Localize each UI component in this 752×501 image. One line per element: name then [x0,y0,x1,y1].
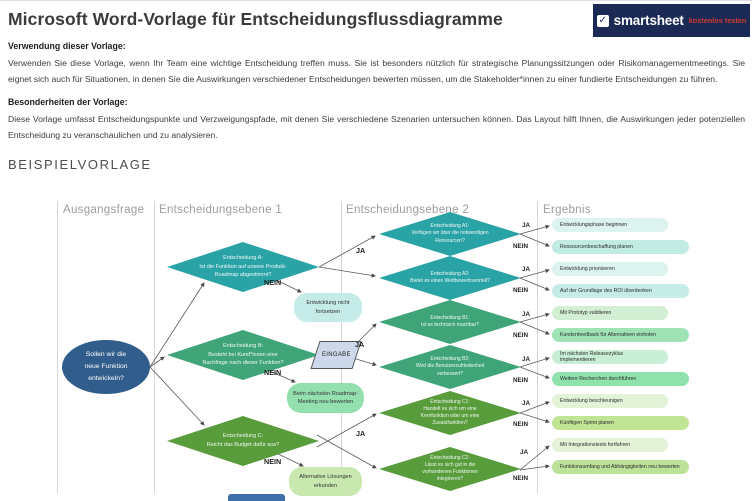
page-title: Microsoft Word-Vorlage für Entscheidungs… [8,9,503,29]
example-template-heading: BEISPIELVORLAGE [8,157,152,172]
features-heading: Besonderheiten der Vorlage: [8,97,128,107]
smartsheet-check-icon: ✓ [596,14,609,27]
ja-label-c2: JA [520,449,529,456]
ja-label-c: JA [356,429,366,438]
result-pill: Mit Integrationstests fortfahren [552,438,668,452]
result-pill: Entwicklung priorisieren [552,262,668,276]
note-stop-development: Entwicklung nicht fortsetzen [294,293,362,322]
smartsheet-logo-badge[interactable]: ✓ smartsheet kostenlos testen [593,4,750,37]
column-header-level1: Entscheidungsebene 1 [159,204,283,216]
ja-label-b2: JA [522,356,531,363]
column-header-start: Ausgangsfrage [63,204,145,216]
usage-paragraph: Verwenden Sie diese Vorlage, wenn Ihr Te… [8,58,745,84]
nein-label-c: NEIN [264,457,282,466]
smartsheet-wordmark: smartsheet [613,13,684,28]
nein-label-a2: NEIN [513,287,529,294]
note-roadmap-meeting: Beim nächsten Roadmap- Meeting neu bewer… [287,383,364,413]
nein-label-b1: NEIN [513,332,529,339]
ja-label-c1: JA [522,400,531,407]
result-pill: Funktionsumfang und Abhängigkeiten neu b… [552,460,689,474]
result-pill: Entwicklung beschleunigen [552,394,668,408]
nein-label-b: NEIN [264,368,282,377]
result-pill: Mit Prototyp validieren [552,306,668,320]
result-pill: Entwicklungsphase beginnen [552,218,668,232]
result-pill: Weitere Recherchen durchführen [552,372,689,386]
result-pill: Ressourcenbeschaffung planen [552,240,689,254]
result-pill: Auf der Grundlage des ROI überdenken [552,284,689,298]
free-trial-link[interactable]: kostenlos testen [688,16,747,25]
features-paragraph: Diese Vorlage umfasst Entscheidungspunkt… [8,114,745,140]
ja-label-a2: JA [522,266,531,273]
ja-label-a: JA [356,246,366,255]
column-divider [57,201,58,493]
usage-heading: Verwendung dieser Vorlage: [8,41,126,51]
note-alternative-solutions: Alternative Lösungen erkunden [289,467,362,496]
nein-label-c1: NEIN [513,421,529,428]
cutoff-shape [228,494,285,501]
column-header-level2: Entscheidungsebene 2 [346,204,470,216]
nein-label-a: NEIN [264,278,282,287]
nein-label-b2: NEIN [513,377,529,384]
result-pill: Kundenfeedback für Alternativen einholen [552,328,689,342]
column-divider [154,201,155,493]
column-divider [537,201,538,493]
result-pill: Künftigen Sprint planen [552,416,689,430]
ja-label-b1: JA [522,311,531,318]
start-question-ellipse: Sollen wir die neue Funktion entwickeln? [62,340,150,394]
ja-label-a1: JA [522,222,531,229]
result-pill: Im nächsten Releasezyklus implementieren [552,350,668,364]
nein-label-c2: NEIN [513,475,529,482]
ja-label-b: JA [355,340,365,349]
intro-section: Verwendung dieser Vorlage: Verwenden Sie… [8,41,745,153]
nein-label-a1: NEIN [513,243,529,250]
column-header-result: Ergebnis [543,204,591,216]
